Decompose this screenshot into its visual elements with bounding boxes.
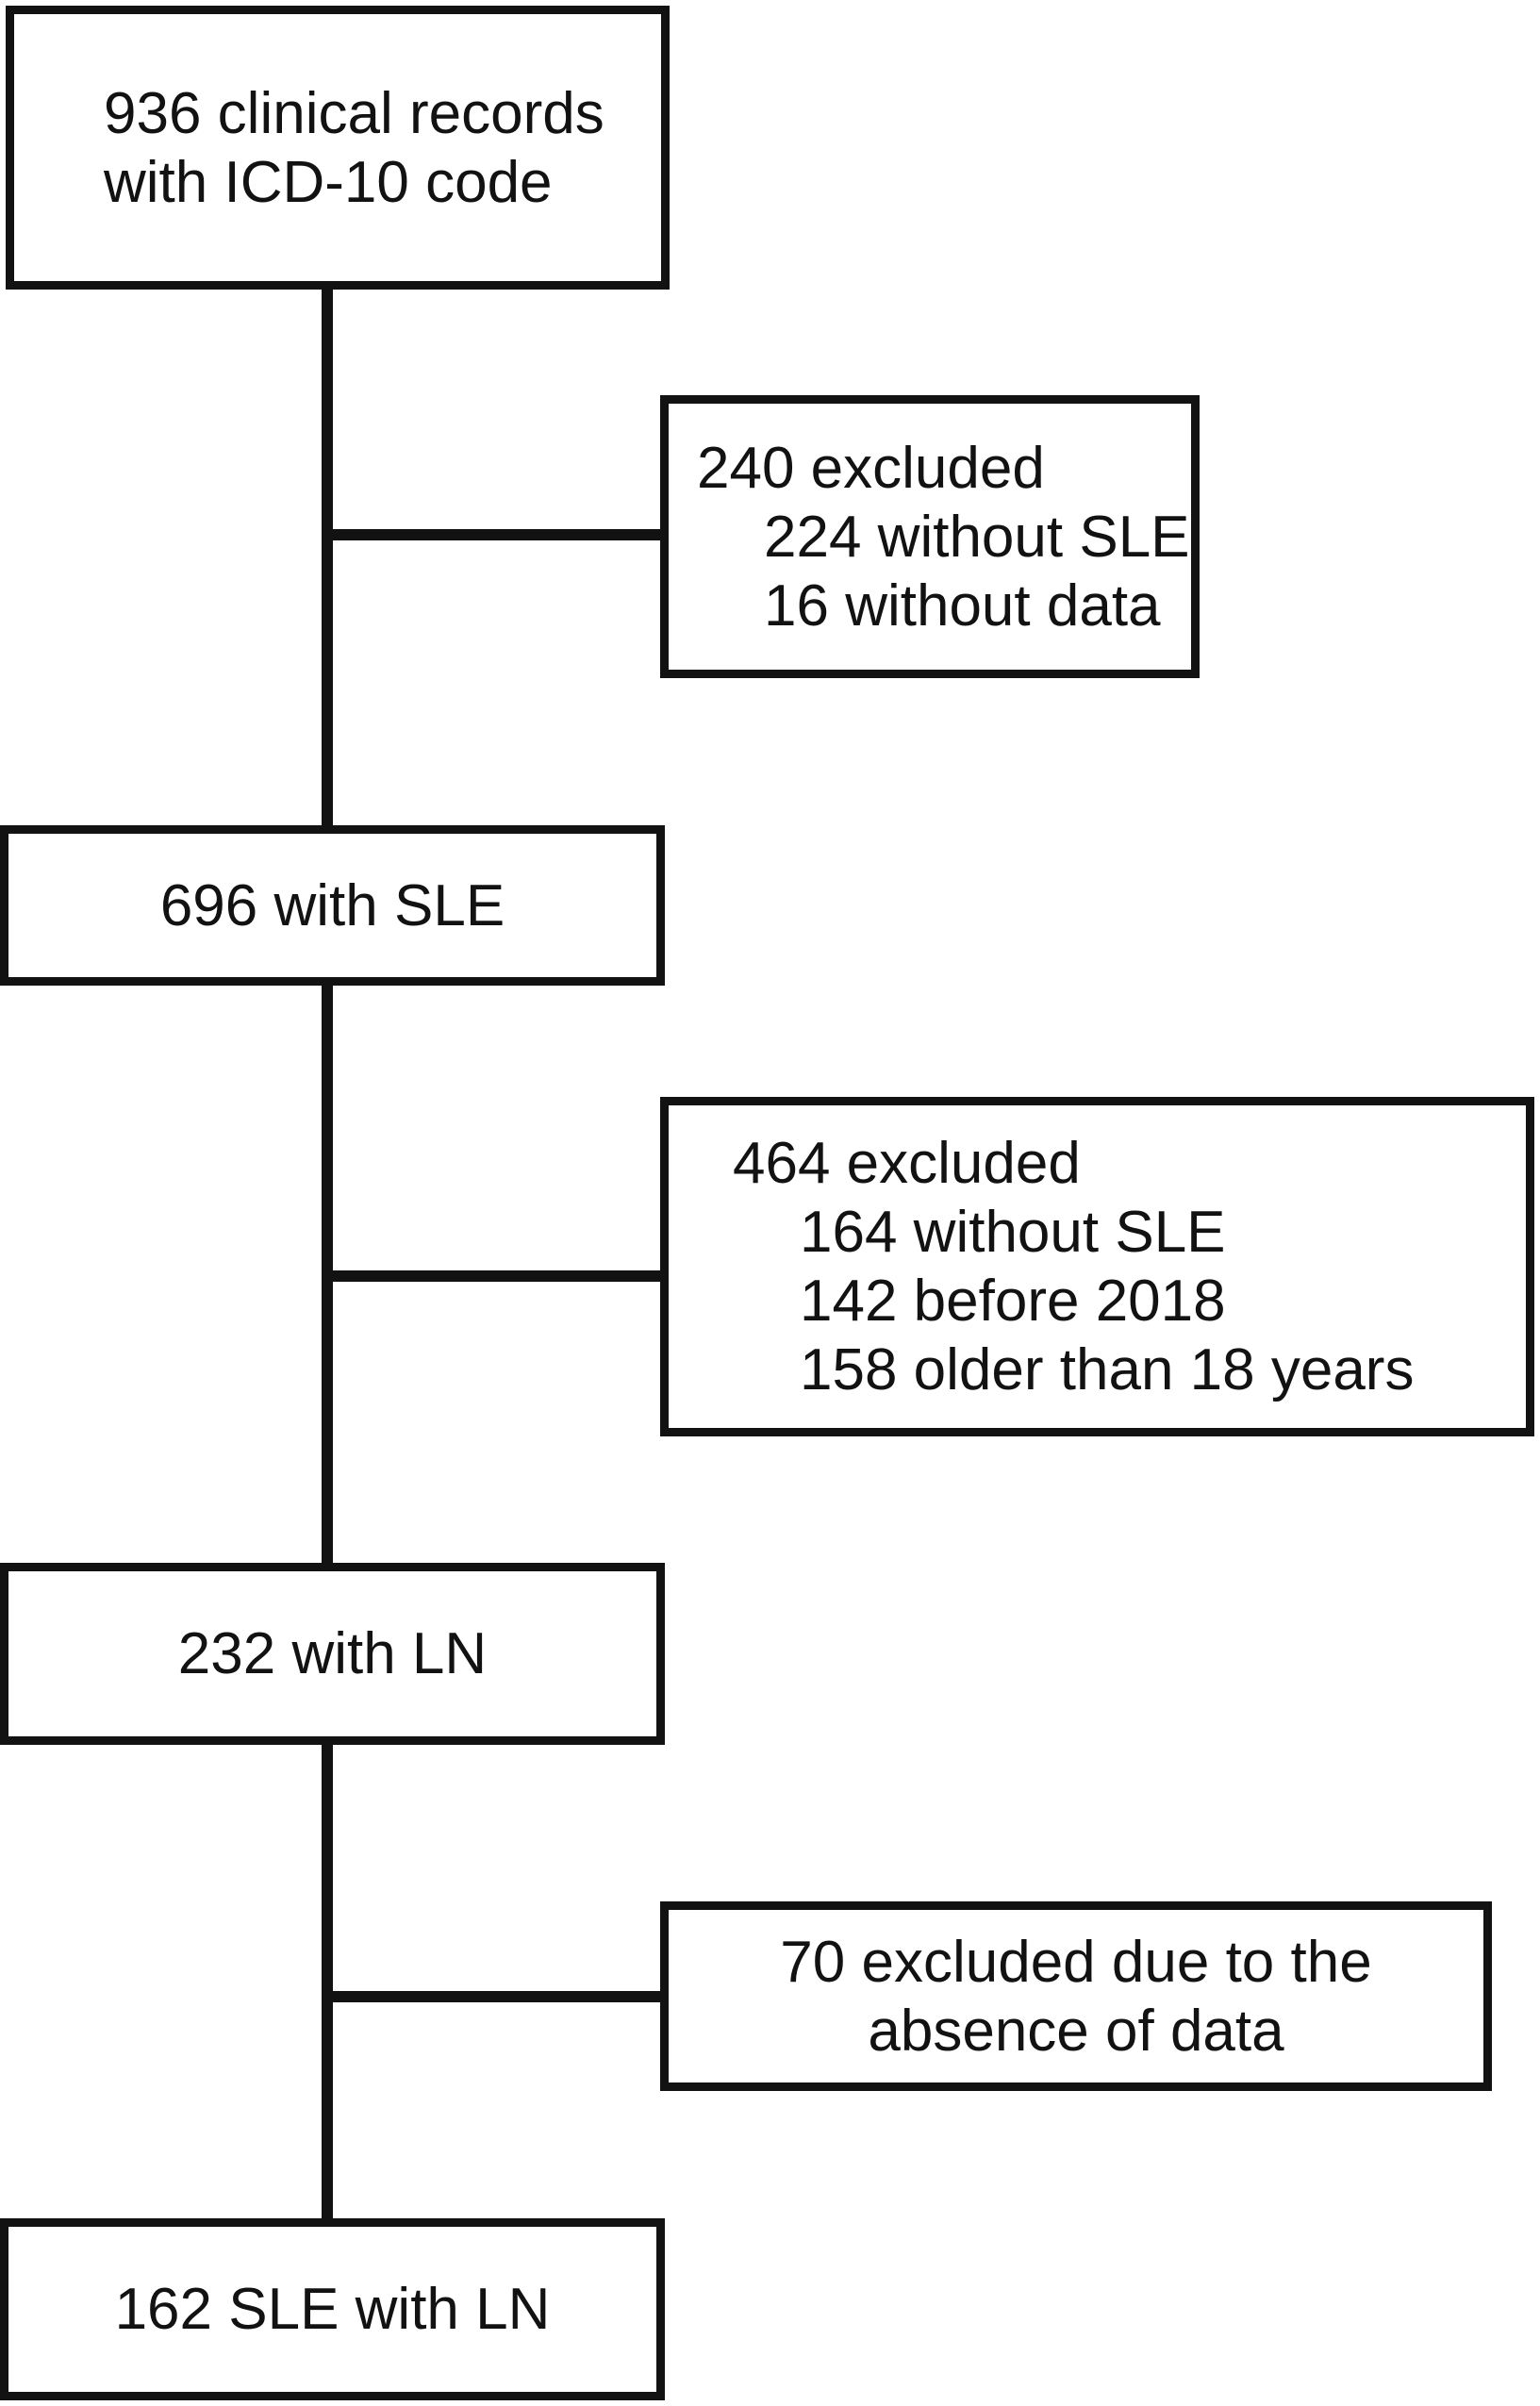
box-excluded-464: 464 excluded 164 without SLE 142 before … xyxy=(660,1097,1534,1436)
box-clinical-records-line-2: with ICD-10 code xyxy=(104,149,553,215)
box-excluded-240-line-3: 16 without data xyxy=(764,572,1161,639)
box-excluded-240-line-2: 224 without SLE xyxy=(764,504,1190,570)
flow-branch-line-excluded-240 xyxy=(327,529,667,540)
box-clinical-records-line-1: 936 clinical records xyxy=(104,80,604,146)
box-excluded-464-line-2: 164 without SLE xyxy=(800,1200,1226,1265)
flow-branch-line-excluded-464 xyxy=(327,1270,667,1282)
box-with-ln: 232 with LN xyxy=(0,1563,665,1745)
box-with-sle: 696 with SLE xyxy=(0,825,665,986)
flow-branch-line-excluded-70 xyxy=(327,1991,667,2002)
box-excluded-464-line-3: 142 before 2018 xyxy=(800,1269,1226,1334)
box-clinical-records: 936 clinical records with ICD-10 code xyxy=(6,6,670,290)
box-excluded-70: 70 excluded due to the absence of data xyxy=(660,1901,1492,2091)
box-excluded-464-line-1: 464 excluded xyxy=(733,1131,1081,1196)
box-sle-with-ln: 162 SLE with LN xyxy=(0,2218,665,2400)
box-excluded-70-line-2: absence of data xyxy=(868,1998,1284,2064)
box-sle-with-ln-line-1: 162 SLE with LN xyxy=(114,2277,551,2342)
box-excluded-240: 240 excluded 224 without SLE 16 without … xyxy=(660,395,1200,678)
box-excluded-70-line-1: 70 excluded due to the xyxy=(780,1929,1372,1995)
box-excluded-240-line-1: 240 excluded xyxy=(697,435,1045,501)
flow-spine-vertical-line xyxy=(322,283,333,2226)
box-with-ln-line-1: 232 with LN xyxy=(177,1621,488,1686)
box-excluded-464-line-4: 158 older than 18 years xyxy=(800,1337,1415,1402)
box-with-sle-line-1: 696 with SLE xyxy=(159,872,505,938)
